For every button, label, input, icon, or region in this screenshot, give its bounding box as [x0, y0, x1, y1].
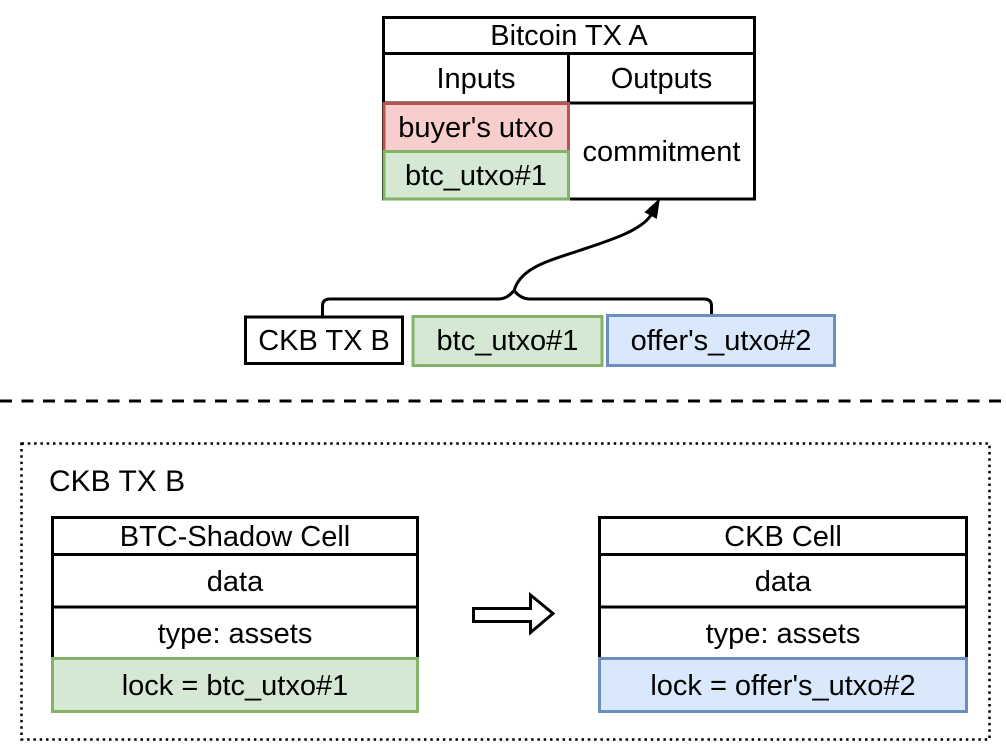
offers-utxo2-box	[606, 314, 836, 367]
ckb-tx-b-box	[244, 315, 404, 365]
btc-shadow-cell-title: BTC-Shadow Cell	[120, 521, 350, 553]
commitment-arrow-curve	[512, 214, 653, 292]
commitment-label: commitment	[583, 136, 741, 168]
bitcoin-tx-table: Bitcoin TX A Inputs Outputs buyer's utxo…	[382, 16, 756, 201]
ckb-tx-b-section-border	[20, 442, 991, 741]
bitcoin-tx-title: Bitcoin TX A	[490, 20, 648, 52]
btc-utxo1-input-label: btc_utxo#1	[405, 160, 547, 192]
ckb-cell-lock-label: lock = offer's_utxo#2	[650, 670, 915, 702]
ckb-tx-b-box-label: CKB TX B	[258, 325, 390, 357]
btc-shadow-cell-table: BTC-Shadow Cell data type: assets lock =…	[51, 516, 419, 713]
commitment-sources-row: CKB TX B btc_utxo#1 offer's_utxo#2	[244, 314, 836, 367]
btc-utxo1-box-label: btc_utxo#1	[437, 325, 579, 357]
btc-shadow-data-label: data	[207, 566, 264, 598]
commitment-connector	[321, 198, 713, 316]
ckb-tx-b-section-label: CKB TX B	[49, 465, 185, 498]
buyers-utxo-label: buyer's utxo	[398, 112, 553, 144]
ckb-cell-data-label: data	[755, 566, 812, 598]
commitment-arrowhead-icon	[644, 198, 660, 219]
outputs-header: Outputs	[611, 63, 713, 95]
ckb-tx-b-section: CKB TX B BTC-Shadow Cell data type: asse…	[20, 442, 991, 741]
btc-utxo1-input-cell	[382, 150, 570, 201]
merge-connector-left	[321, 290, 515, 316]
transform-arrow-icon	[472, 591, 556, 636]
btc-shadow-type-label: type: assets	[158, 618, 313, 650]
ckb-cell-title: CKB Cell	[724, 521, 842, 553]
btc-shadow-lock-cell	[51, 657, 419, 713]
inputs-header: Inputs	[437, 63, 516, 95]
ckb-cell-type-label: type: assets	[706, 618, 861, 650]
ckb-cell-lock-cell	[598, 657, 968, 713]
offers-utxo2-box-label: offer's_utxo#2	[631, 325, 812, 357]
ckb-cell-table: CKB Cell data type: assets lock = offer'…	[598, 516, 968, 713]
btc-utxo1-box	[411, 315, 604, 367]
merge-connector-right	[513, 290, 713, 315]
btc-shadow-lock-label: lock = btc_utxo#1	[122, 670, 349, 702]
